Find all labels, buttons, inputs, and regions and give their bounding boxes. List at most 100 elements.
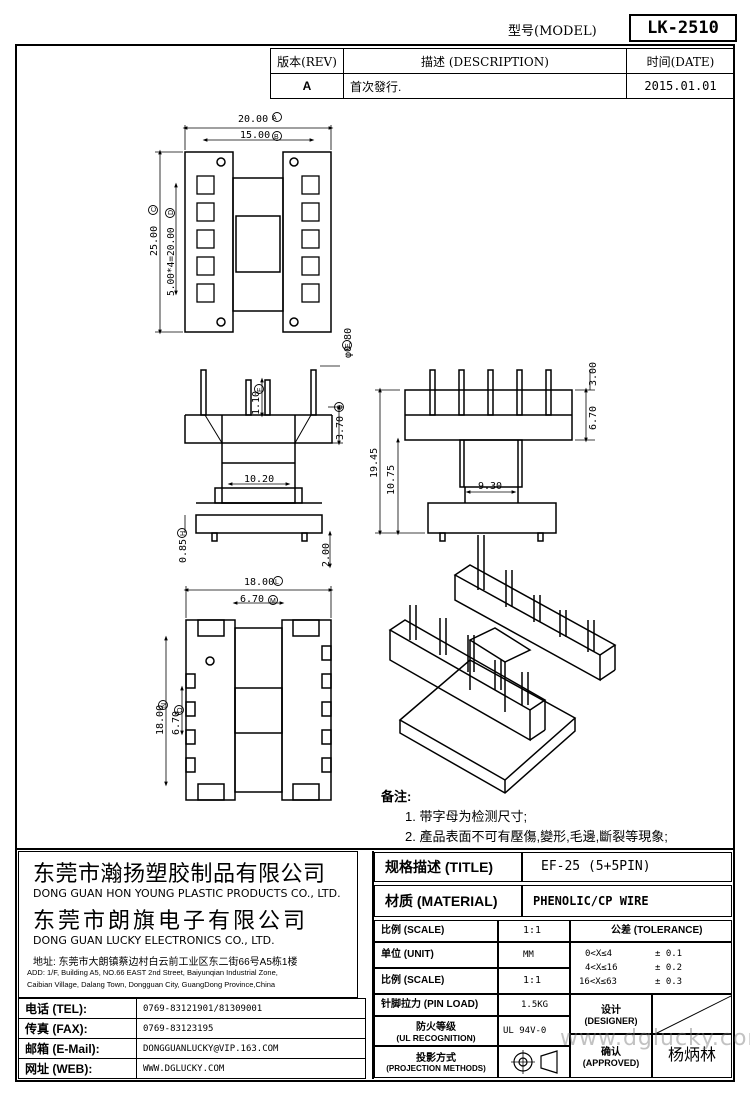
dim-top-inner: 15.00: [240, 130, 270, 141]
unit-value: MM: [498, 942, 570, 968]
tolerance-box: 0<X≤4 ± 0.1 4<X≤16 ± 0.2 16<X≤63 ± 0.3: [570, 942, 732, 994]
tol-value-3: ± 0.3: [655, 977, 683, 987]
tol-range-1: 0<X≤4: [585, 949, 613, 959]
bottom-view: [158, 576, 334, 801]
dim-front-gap: 1.10: [251, 391, 262, 415]
address-en-1: ADD: 1/F, Building A5, NO.66 EAST 2nd St…: [27, 968, 278, 977]
approved-label-1: 确认: [601, 1047, 621, 1058]
tol-value-1: ± 0.1: [655, 949, 683, 959]
designer-label-box: 设计 (DESIGNER): [570, 994, 652, 1034]
company-name-2: 东莞市朗旗电子有限公司: [33, 908, 309, 933]
approved-label-2: (APPROVED): [582, 1058, 640, 1068]
dim-side-flange: 6.70: [588, 406, 599, 430]
company-name-1: 东莞市瀚扬塑胶制品有限公司: [33, 861, 326, 886]
approved-name: 杨炳林: [652, 1034, 732, 1078]
designer-value-box: [652, 994, 732, 1034]
scale2-label: 比例 (SCALE): [374, 968, 498, 994]
model-label: 型号(MODEL): [508, 24, 597, 39]
address-en-2: Caibian Village, Dalang Town, Dongguan C…: [27, 980, 276, 989]
scale-value: 1:1: [498, 920, 570, 942]
tel-label: 电话 (TEL):: [18, 998, 137, 1019]
designer-empty-mark: [655, 995, 731, 1033]
spec-block: [372, 851, 732, 1079]
material-value: PHENOLIC/CP WIRE: [522, 885, 732, 917]
designer-label-1: 设计: [601, 1005, 621, 1016]
mark-h: H: [180, 531, 187, 536]
contacts-table: 电话 (TEL): 0769-83121901/81309001 传真 (FAX…: [18, 998, 366, 1079]
dim-front-pin-len: 2.00: [321, 543, 332, 567]
fax-value: 0769-83123195: [136, 1018, 366, 1039]
date-header: 时间(DATE): [626, 48, 735, 74]
unit-label: 单位 (UNIT): [374, 942, 498, 968]
mark-g: G: [337, 405, 344, 410]
dim-front-step: 3.70: [335, 416, 346, 440]
approved-label-box: 确认 (APPROVED): [570, 1034, 652, 1078]
mark-o: O: [177, 707, 184, 713]
mark-c: C: [151, 207, 158, 212]
top-view: [148, 112, 334, 335]
pinload-label: 针脚拉力 (PIN LOAD): [374, 994, 498, 1016]
dim-bottom-inner-h: 6.70: [171, 711, 182, 735]
web-value: WWW.DGLUCKY.COM: [136, 1058, 366, 1079]
tol-range-3: 16<X≤63: [579, 977, 617, 987]
proj-label-1: 投影方式: [416, 1053, 456, 1064]
ul-value: UL 94V-0: [498, 1016, 570, 1046]
proj-label-box: 投影方式 (PROJECTION METHODS): [374, 1046, 498, 1078]
notes-heading: 备注:: [381, 789, 412, 804]
revision-table: 版本(REV) 描述 (DESCRIPTION) 时间(DATE) A 首次發行…: [270, 48, 735, 99]
drawing-frame: [15, 44, 735, 1082]
tolerance-label: 公差 (TOLERANCE): [570, 920, 732, 942]
mark-f: F: [257, 388, 264, 392]
dim-bottom-width: 18.00: [244, 577, 274, 588]
mark-d: D: [168, 210, 175, 215]
dim-top-height: 25.00: [149, 226, 160, 256]
dim-front-base: 0.85: [178, 539, 189, 563]
note-1: 1. 带字母为检测尺寸;: [405, 809, 528, 824]
dim-top-width: 20.00: [238, 114, 268, 125]
pinload-value: 1.5KG: [498, 994, 570, 1016]
tol-range-2: 4<X≤16: [585, 963, 618, 973]
dim-side-window: 9.30: [478, 481, 502, 492]
model-value: LK-2510: [629, 14, 737, 42]
ul-label-1: 防火等级: [416, 1022, 456, 1033]
proj-label-2: (PROJECTION METHODS): [386, 1064, 486, 1073]
dim-bottom-inner-w: 6.70: [240, 594, 264, 605]
tol-value-2: ± 0.2: [655, 963, 683, 973]
rev-header: 版本(REV): [270, 48, 344, 74]
mark-b: B: [274, 134, 279, 141]
mark-l: L: [275, 579, 279, 586]
note-2: 2. 產品表面不可有壓傷,變形,毛邊,斷裂等現象;: [405, 829, 668, 844]
web-label: 网址 (WEB):: [18, 1058, 137, 1079]
title-label: 规格描述 (TITLE): [374, 852, 522, 882]
title-block: [15, 848, 735, 1082]
company-box: 东莞市瀚扬塑胶制品有限公司 DONG GUAN HON YOUNG PLASTI…: [18, 851, 358, 998]
scale2-value: 1:1: [498, 968, 570, 994]
tel-value: 0769-83121901/81309001: [136, 998, 366, 1019]
email-value: DONGGUANLUCKY@VIP.163.COM: [136, 1038, 366, 1059]
technical-drawing: 20.00 A 15.00 B 25.00 C 5.00*4=20.00 D: [148, 112, 617, 801]
dim-side-body: 10.75: [386, 465, 397, 495]
designer-label-2: (DESIGNER): [584, 1016, 638, 1026]
ul-label-2: (UL RECOGNITION): [396, 1033, 476, 1043]
company-name-1-en: DONG GUAN HON YOUNG PLASTIC PRODUCTS CO.…: [33, 887, 341, 900]
mark-m: M: [270, 598, 276, 605]
front-view: [177, 340, 352, 569]
title-value: EF-25 (5+5PIN): [522, 852, 732, 882]
dim-bottom-height: 18.00: [155, 705, 166, 735]
ul-label-box: 防火等级 (UL RECOGNITION): [374, 1016, 498, 1046]
isometric-view: [388, 535, 617, 794]
dim-pin-pitch: 5.00*4=20.00: [166, 227, 177, 296]
dim-side-total: 19.45: [369, 448, 380, 478]
watermark: www.dglucky.com: [560, 1026, 750, 1051]
mark-e: E: [345, 343, 352, 348]
address-cn: 地址: 东莞市大朗镇蔡边村白云前工业区东二街66号A5栋1楼: [33, 957, 298, 968]
email-label: 邮箱 (E-Mail):: [18, 1038, 137, 1059]
material-label: 材质 (MATERIAL): [374, 885, 522, 917]
dim-side-pin-top: 3.00: [588, 362, 599, 386]
desc-cell: 首次發行.: [343, 73, 627, 99]
scale-label: 比例 (SCALE): [374, 920, 498, 942]
dim-pin-dia: φ0.80: [343, 328, 354, 358]
mark-a: A: [272, 115, 277, 122]
company-name-2-en: DONG GUAN LUCKY ELECTRONICS CO., LTD.: [33, 934, 275, 947]
fax-label: 传真 (FAX):: [18, 1018, 137, 1039]
